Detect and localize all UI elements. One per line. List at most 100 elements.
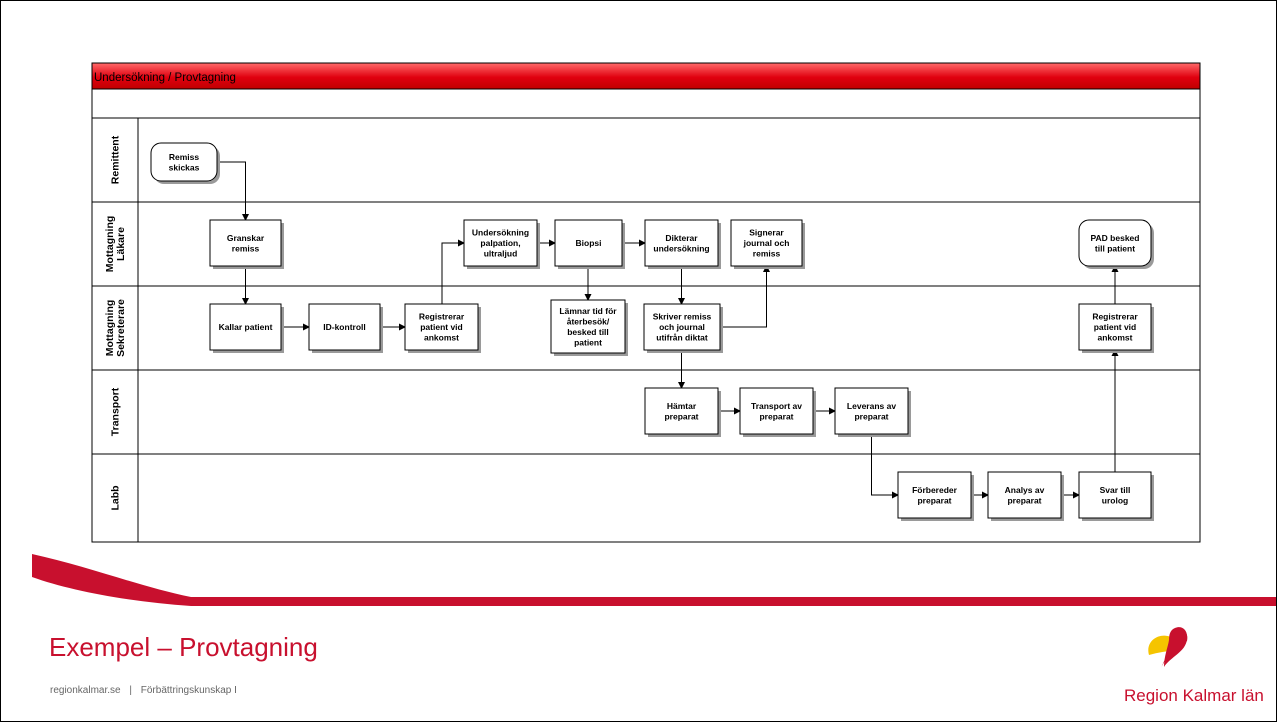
node-label-line: Leverans av [847, 401, 896, 411]
node-label-line: ultraljud [484, 249, 518, 259]
node-label-line: PAD besked [1091, 233, 1140, 243]
node-label-line: preparat [917, 495, 951, 505]
node-label-line: preparat [1007, 495, 1041, 505]
node-box [308, 303, 381, 351]
node-label-line: preparat [664, 411, 698, 421]
node-box [987, 471, 1062, 519]
node-label-line: urolog [1102, 495, 1128, 505]
node-label-line: preparat [854, 411, 888, 421]
node-label-line: remiss [753, 249, 781, 259]
node-label-line: Lämnar tid för [559, 306, 617, 316]
node-box [643, 303, 721, 351]
lane-label-transport: Transport [110, 387, 122, 436]
node-box [550, 299, 626, 354]
node-label-line: Registrerar [419, 312, 465, 322]
node-label-line: Förbereder [912, 485, 958, 495]
node-label-line: Transport av [751, 401, 802, 411]
node-box [150, 142, 218, 182]
node-label-line: Granskar [227, 233, 265, 243]
heart-logo-icon [1148, 627, 1188, 668]
node-label: ID-kontroll [323, 322, 366, 332]
node-label: Biopsi [576, 238, 602, 248]
node-label-line: utifrån diktat [656, 333, 708, 343]
lane-remittent [91, 117, 1201, 203]
node-label-line: till patient [1095, 243, 1135, 253]
node-box [554, 219, 623, 267]
footer-subline: regionkalmar.se | Förbättringskunskap I [50, 685, 237, 696]
node-box [644, 387, 719, 435]
node-label-line: Hämtar [667, 401, 697, 411]
node-label-line: Biopsi [576, 238, 602, 248]
node-label-line: patient vid [1094, 322, 1137, 332]
node-box [209, 303, 282, 351]
node-biopsi: Biopsi [554, 219, 625, 269]
node-box [897, 471, 972, 519]
node-label-line: remiss [232, 243, 260, 253]
node-label-line: journal och [743, 238, 790, 248]
node-box [644, 219, 719, 267]
node-label-line: Registrerar [1092, 312, 1138, 322]
node-label-line: ankomst [1098, 333, 1133, 343]
node-idkontroll: ID-kontroll [308, 303, 383, 353]
node-box [1078, 303, 1152, 351]
node-label-line: Kallar patient [219, 322, 273, 332]
node-label: Kallar patient [219, 322, 273, 332]
node-label-line: patient vid [420, 322, 463, 332]
node-label-line: Signerar [749, 228, 784, 238]
node-label-line: återbesök/ [567, 316, 610, 326]
slide-title: Exempel – Provtagning [49, 632, 318, 662]
edge-leverans-to-forbereder [871, 434, 899, 499]
node-box [730, 219, 803, 267]
footer-subtitle: Förbättringskunskap I [140, 685, 237, 696]
lane-label-labb: Labb [110, 485, 122, 510]
node-label-line: Skriver remiss [653, 312, 712, 322]
node-label-line: ID-kontroll [323, 322, 366, 332]
node-box [209, 219, 282, 267]
lanes: RemittentMottagningLäkareMottagningSekre… [91, 117, 1201, 543]
brand-name: Region Kalmar län [1124, 686, 1264, 705]
node-label-line: palpation, [480, 238, 520, 248]
red-swoosh [32, 554, 1276, 606]
node-box [404, 303, 479, 351]
node-label-line: preparat [759, 411, 793, 421]
node-box [739, 387, 814, 435]
edge-skriver-to-signerar [720, 265, 770, 328]
lane-label-lakare: MottagningLäkare [104, 216, 127, 273]
lane-label-sekreterare: MottagningSekreterare [104, 299, 127, 357]
node-label-line: ankomst [424, 333, 459, 343]
node-box [1078, 471, 1152, 519]
footer-site: regionkalmar.se [50, 685, 121, 696]
lane-label-remittent: Remittent [110, 135, 122, 184]
